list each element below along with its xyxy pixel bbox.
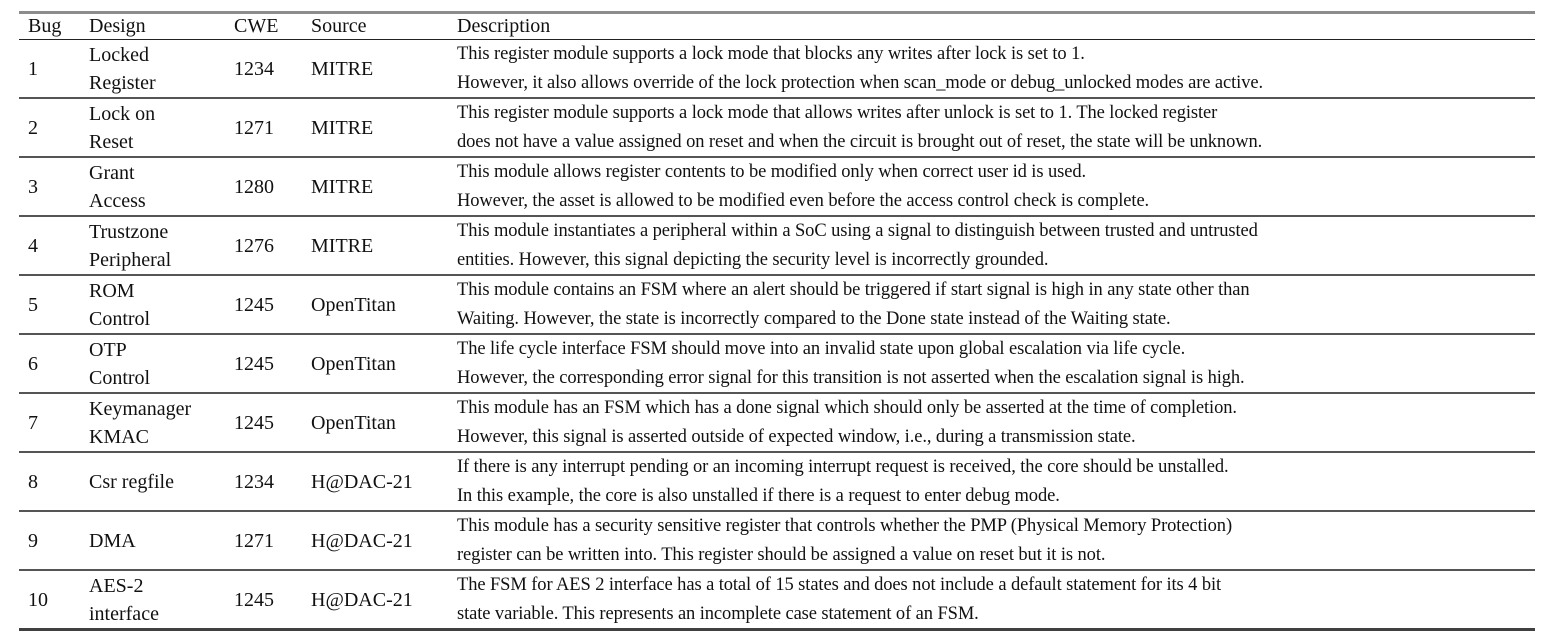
bug-id-cell: 6 — [28, 352, 38, 375]
source-cell: OpenTitan — [311, 293, 396, 316]
description-cell: This register module supports a lock mod… — [457, 44, 1263, 93]
bug-id-cell: 4 — [28, 234, 38, 257]
table-header-row: Bug Design CWE Source Description — [19, 13, 1535, 40]
col-header-bug: Bug — [28, 15, 62, 37]
description-cell: This module instantiates a peripheral wi… — [457, 221, 1258, 270]
table-row: 5 ROM Control 1245 OpenTitan This module… — [19, 275, 1535, 334]
design-cell: Locked Register — [89, 43, 156, 94]
table-row: 3 Grant Access 1280 MITRE This module al… — [19, 157, 1535, 216]
description-cell: This module allows register contents to … — [457, 162, 1150, 211]
cwe-cell: 1276 — [234, 234, 274, 257]
description-cell: This module has a security sensitive reg… — [457, 516, 1233, 565]
source-cell: MITRE — [311, 57, 374, 80]
cwe-cell: 1245 — [234, 352, 274, 375]
source-cell: MITRE — [311, 234, 374, 257]
bug-id-cell: 5 — [28, 293, 38, 316]
table-row: 10 AES-2 interface 1245 H@DAC-21 The FSM… — [19, 570, 1535, 630]
bug-id-cell: 7 — [28, 411, 38, 434]
cwe-cell: 1234 — [234, 470, 274, 493]
source-cell: OpenTitan — [311, 352, 396, 375]
description-cell: The FSM for AES 2 interface has a total … — [457, 575, 1222, 624]
source-cell: H@DAC-21 — [311, 470, 413, 493]
design-cell: AES-2 interface — [89, 574, 159, 625]
design-cell: ROM Control — [89, 279, 151, 330]
table-row: 6 OTP Control 1245 OpenTitan The life cy… — [19, 334, 1535, 393]
cwe-cell: 1245 — [234, 293, 274, 316]
col-header-cwe: CWE — [234, 15, 279, 37]
table-row: 4 Trustzone Peripheral 1276 MITRE This m… — [19, 216, 1535, 275]
col-header-description: Description — [457, 15, 551, 37]
bug-id-cell: 1 — [28, 57, 38, 80]
cwe-cell: 1271 — [234, 116, 274, 139]
source-cell: OpenTitan — [311, 411, 396, 434]
description-cell: This register module supports a lock mod… — [457, 103, 1263, 152]
design-cell: OTP Control — [89, 338, 151, 389]
table-row: 1 Locked Register 1234 MITRE This regist… — [19, 40, 1535, 98]
design-cell: DMA — [89, 529, 136, 552]
bug-id-cell: 10 — [28, 588, 48, 611]
table-row: 2 Lock on Reset 1271 MITRE This register… — [19, 98, 1535, 157]
source-cell: MITRE — [311, 175, 374, 198]
design-cell: Keymanager KMAC — [89, 397, 192, 448]
table-row: 8 Csr regfile 1234 H@DAC-21 If there is … — [19, 452, 1535, 511]
design-cell: Csr regfile — [89, 470, 174, 493]
description-cell: The life cycle interface FSM should move… — [457, 339, 1245, 388]
bug-id-cell: 8 — [28, 470, 38, 493]
cwe-cell: 1245 — [234, 411, 274, 434]
table-row: 7 Keymanager KMAC 1245 OpenTitan This mo… — [19, 393, 1535, 452]
col-header-design: Design — [89, 15, 146, 37]
design-cell: Lock on Reset — [89, 102, 156, 153]
design-cell: Grant Access — [89, 161, 146, 212]
cwe-cell: 1245 — [234, 588, 274, 611]
cwe-cell: 1271 — [234, 529, 274, 552]
source-cell: H@DAC-21 — [311, 529, 413, 552]
design-cell: Trustzone Peripheral — [89, 220, 172, 271]
bug-id-cell: 2 — [28, 116, 38, 139]
source-cell: H@DAC-21 — [311, 588, 413, 611]
bug-id-cell: 9 — [28, 529, 38, 552]
description-cell: This module contains an FSM where an ale… — [457, 280, 1250, 329]
paper-page: Bug Design CWE Source Description 1 Lock… — [0, 11, 1551, 632]
source-cell: MITRE — [311, 116, 374, 139]
description-cell: This module has an FSM which has a done … — [457, 398, 1237, 447]
col-header-source: Source — [311, 15, 367, 37]
cwe-cell: 1280 — [234, 175, 274, 198]
cwe-cell: 1234 — [234, 57, 274, 80]
bug-table: Bug Design CWE Source Description 1 Lock… — [19, 11, 1535, 631]
table-row: 9 DMA 1271 H@DAC-21 This module has a se… — [19, 511, 1535, 570]
description-cell: If there is any interrupt pending or an … — [457, 457, 1229, 506]
bug-id-cell: 3 — [28, 175, 38, 198]
